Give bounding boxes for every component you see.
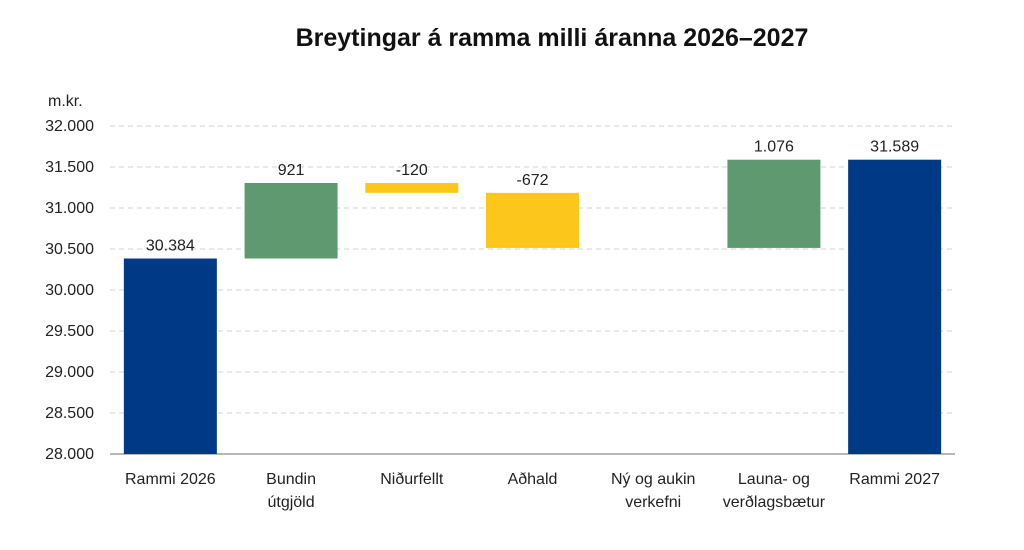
data-label: 31.589 <box>870 139 919 156</box>
y-tick-label: 30.000 <box>45 282 94 299</box>
y-tick-label: 31.500 <box>45 159 94 176</box>
data-label: 921 <box>278 162 305 179</box>
data-label: -672 <box>516 172 548 189</box>
bar-7 <box>848 159 942 454</box>
bar-3 <box>365 182 459 193</box>
y-tick-label: 32.000 <box>45 118 94 135</box>
bar-6 <box>727 159 821 248</box>
bar-1 <box>123 258 217 454</box>
x-tick-label: verkefni <box>625 494 681 511</box>
x-tick-label: Aðhald <box>508 471 558 488</box>
y-axis-label: m.kr. <box>48 93 83 110</box>
y-tick-label: 29.500 <box>45 323 94 340</box>
bar-2 <box>244 182 338 259</box>
x-tick-label: Niðurfellt <box>380 471 444 488</box>
x-tick-label: útgjöld <box>267 494 314 511</box>
y-tick-label: 30.500 <box>45 241 94 258</box>
y-tick-label: 28.000 <box>45 446 94 463</box>
x-tick-label: verðlagsbætur <box>723 494 826 511</box>
x-tick-label: Rammi 2026 <box>125 471 216 488</box>
y-tick-label: 28.500 <box>45 405 94 422</box>
x-tick-label: Bundin <box>266 471 316 488</box>
data-label: -120 <box>396 162 428 179</box>
x-tick-label: Ný og aukin <box>611 471 696 488</box>
x-tick-label: Launa- og <box>738 471 810 488</box>
bar-4 <box>486 192 579 248</box>
data-label: 30.384 <box>146 238 195 255</box>
y-tick-label: 31.000 <box>45 200 94 217</box>
y-tick-label: 29.000 <box>45 364 94 381</box>
data-label: 1.076 <box>754 139 794 156</box>
x-tick-label: Rammi 2027 <box>849 471 940 488</box>
chart-title: Breytingar á ramma milli áranna 2026–202… <box>295 24 809 52</box>
